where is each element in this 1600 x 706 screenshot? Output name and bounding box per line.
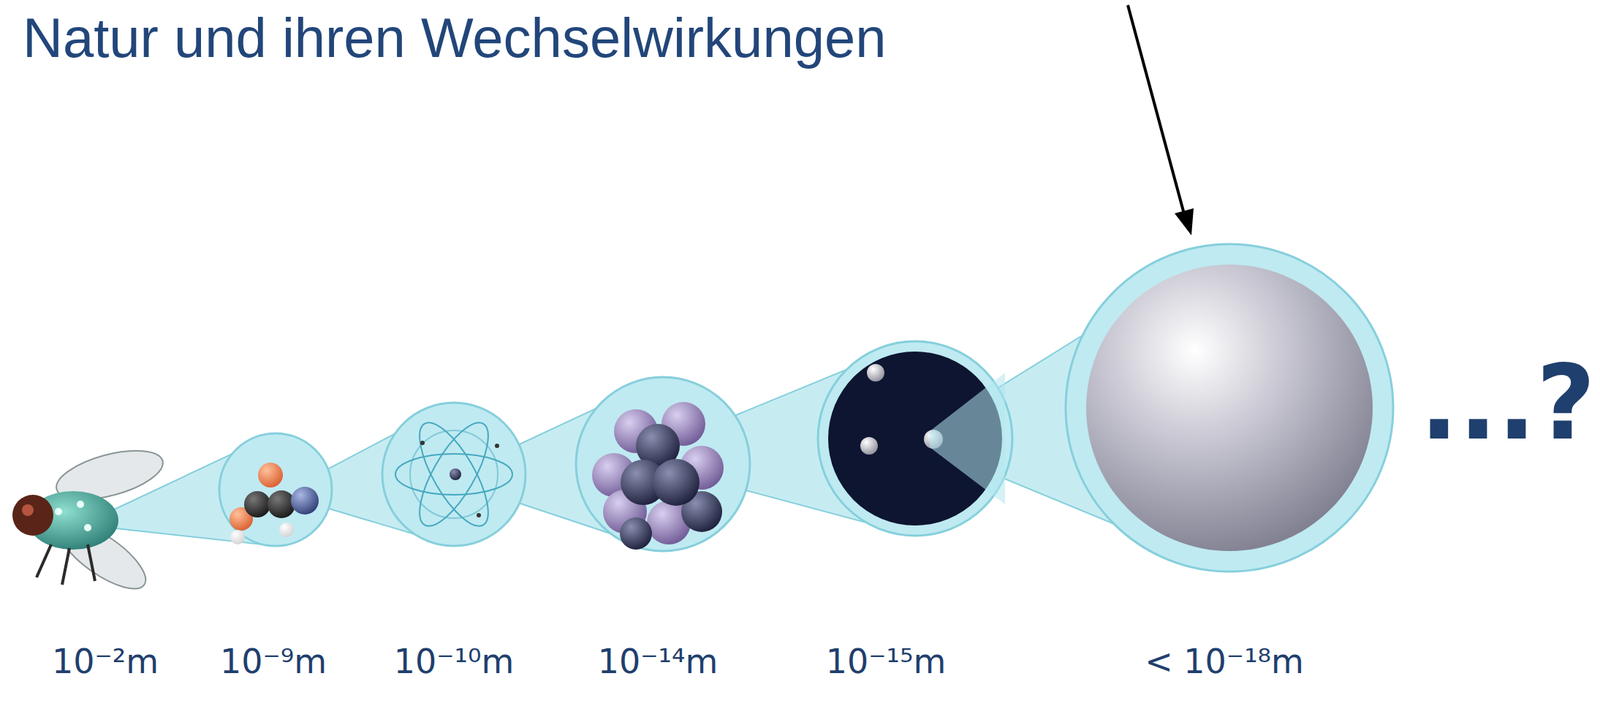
scale-label: 10⁻¹⁵m [825,641,947,682]
question-mark: ...? [1419,343,1596,463]
scale-label: < 10⁻¹⁸m [1144,641,1304,682]
scale-label: 10⁻¹⁴m [597,641,719,682]
scale-label: 10⁻⁹m [220,641,327,682]
slide-title: Natur und ihren Wechselwirkungen [22,5,886,70]
scale-label: 10⁻¹⁰m [393,641,515,682]
scale-label: 10⁻²m [51,641,159,682]
